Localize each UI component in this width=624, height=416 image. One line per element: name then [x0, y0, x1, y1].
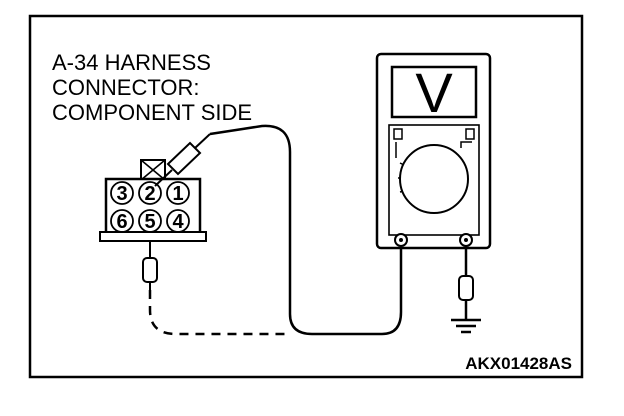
ground-symbol-icon: [451, 318, 481, 334]
multimeter-display: [390, 65, 478, 119]
connector-pin-5: 5: [144, 211, 155, 233]
connector-label-line1: A-34 HARNESS: [52, 50, 211, 75]
connector-pin-3: 3: [116, 183, 127, 205]
probe-terminal-2: [154, 133, 211, 187]
connector-body: [104, 177, 202, 235]
connector-pin-6: 6: [116, 211, 127, 233]
harness-connector: 3 2 1 6 5 4: [99, 159, 207, 242]
multimeter-mode-symbol: V: [415, 61, 453, 124]
ground-probe: [458, 246, 474, 320]
test-lead-solid: [209, 124, 403, 336]
test-lead-dashed: [148, 290, 290, 336]
connector-pin-2: 2: [144, 183, 155, 205]
connector-pin-4: 4: [172, 211, 184, 233]
probe-terminal-5: [142, 241, 158, 290]
connector-flange: [99, 231, 207, 242]
multimeter: V: [375, 52, 492, 250]
connector-label-line3: COMPONENT SIDE: [52, 100, 252, 125]
diagram-frame: [28, 14, 584, 379]
connector-pin-1: 1: [172, 183, 183, 205]
multimeter-inner-panel: [388, 124, 480, 236]
connector-label-line2: CONNECTOR:: [52, 75, 200, 100]
figure-code: AKX01428AS: [465, 354, 572, 373]
multimeter-dial: [399, 144, 469, 214]
